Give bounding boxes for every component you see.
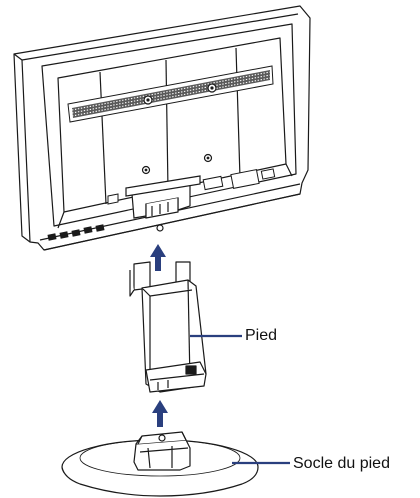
monitor-rear — [13, 5, 311, 251]
ventilation-grille — [67, 65, 274, 123]
ports — [107, 168, 276, 205]
arrow-up-icon — [150, 244, 166, 271]
callout-lines — [190, 334, 290, 465]
stand-neck — [129, 261, 207, 393]
stand-base — [61, 431, 259, 497]
control-buttons — [47, 224, 105, 241]
arrow-up-icon — [152, 400, 168, 427]
hinge-mount — [125, 175, 201, 219]
stand-base-label: Socle du pied — [293, 455, 390, 472]
stand-neck-label: Pied — [245, 327, 278, 344]
